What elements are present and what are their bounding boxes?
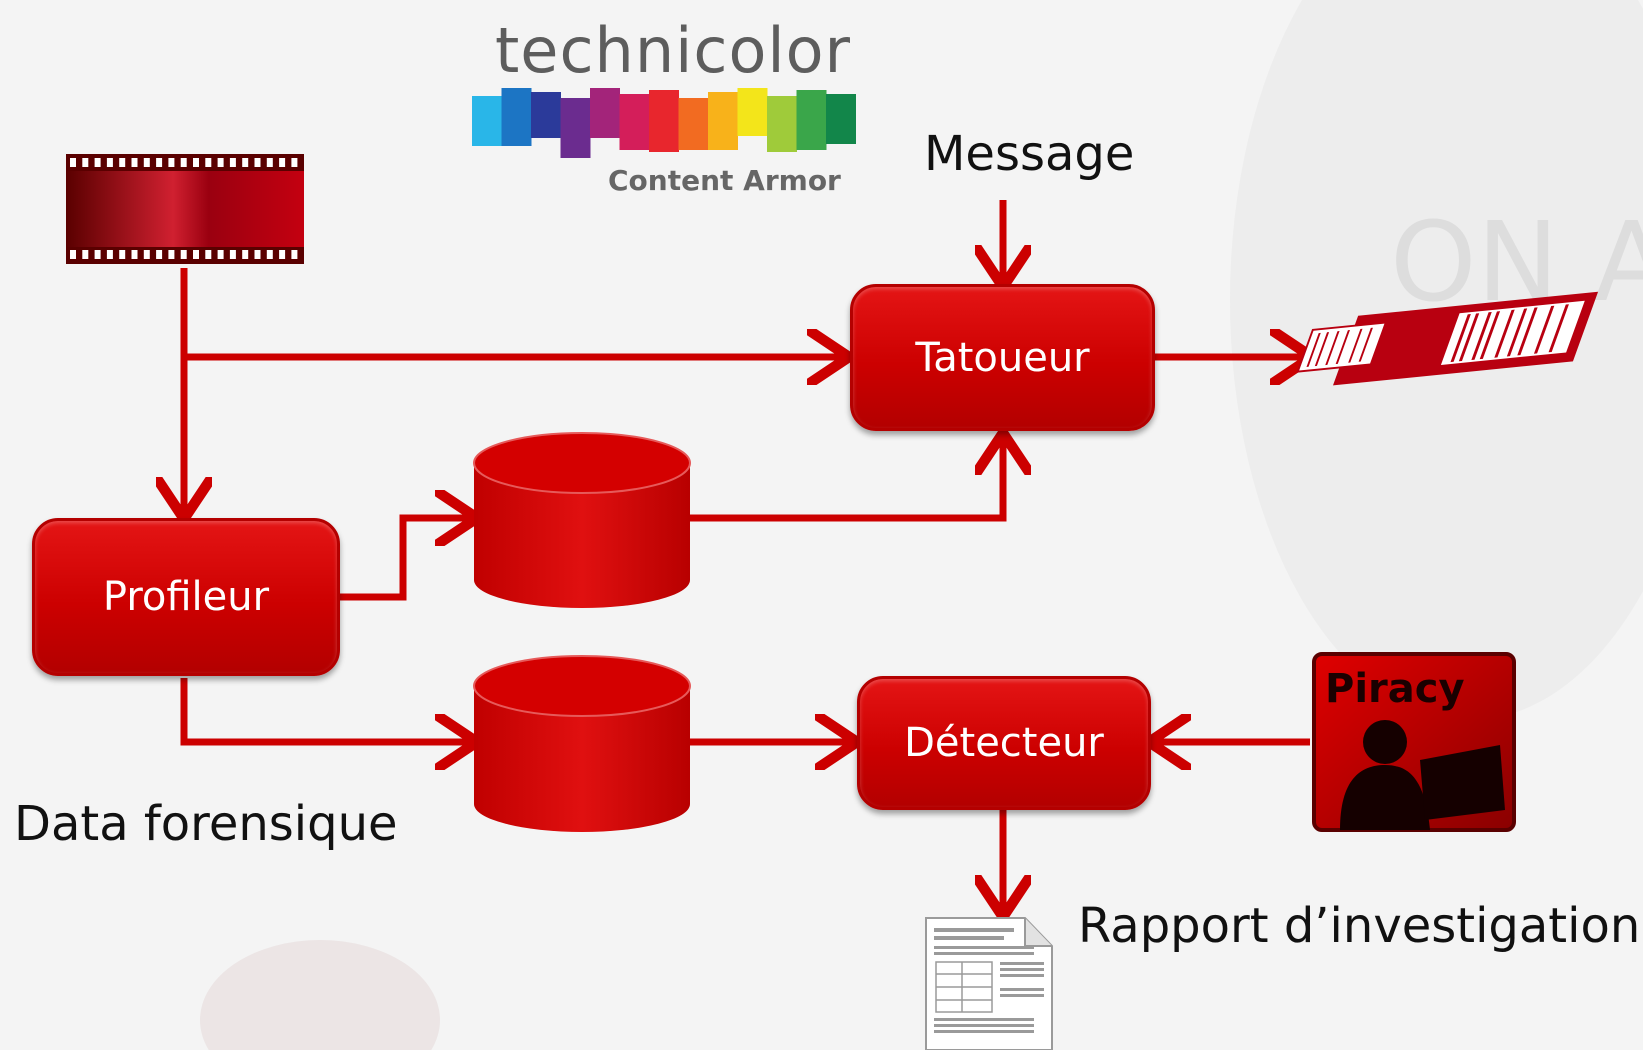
tatoueur-label: Tatoueur [915,334,1090,381]
profileur-box: Profileur [32,518,340,676]
logo-stripe [737,88,768,136]
detecteur-label: Détecteur [904,720,1104,766]
film-perforation [143,250,150,259]
profileur-label: Profileur [102,574,270,620]
logo-stripe [619,94,650,150]
logo-stripe [472,96,502,146]
film-perforation [291,250,298,259]
film-perforation [119,250,126,259]
tatoueur-box: Tatoueur [850,284,1155,431]
film-perforation [143,158,150,167]
logo-stripe [708,92,738,150]
film-perforation [106,250,113,259]
rapport-investigation-label: Rapport d’investigation [1078,898,1641,954]
film-perforation [82,250,89,259]
film-perforation [168,158,175,167]
film-perforation [131,250,138,259]
logo-stripe [531,92,561,138]
film-perforation [254,250,261,259]
film-perforation [193,250,199,259]
film-perforation [94,250,101,259]
film-perforation [82,158,89,167]
film-perforation [119,158,126,167]
film-perforation [156,158,163,167]
piracy-icon-text: Piracy [1325,666,1465,712]
logo-stripe [560,98,591,158]
film-perforation [266,250,273,259]
logo-stripe [678,98,709,150]
film-perforation [217,158,224,167]
logo-stripe [767,96,797,152]
technicolor-logo-text: technicolor [495,14,852,87]
film-perforation [70,250,76,259]
film-perforation [242,250,249,259]
film-perforation [193,158,199,167]
film-perforation [242,158,249,167]
film-perforation [70,158,76,167]
film-perforation [180,158,187,167]
film-perforation [229,158,236,167]
film-perforation [254,158,261,167]
film-perforation [156,250,163,259]
film-perforation [131,158,138,167]
arrow-db1-to-tatoueur [690,440,1003,522]
data-forensique-label: Data forensique [14,796,398,852]
logo-stripe [590,88,620,138]
detecteur-box: Détecteur [857,676,1151,810]
film-perforation [279,250,286,259]
film-perforation [94,158,101,167]
logo-stripe [649,90,679,152]
film-perforation [168,250,175,259]
database-forensic [473,655,691,832]
database-profiles [473,432,691,608]
message-label: Message [924,126,1135,182]
logo-stripe [501,88,532,146]
film-perforation [266,158,273,167]
content-armor-logo-text: Content Armor [608,164,841,197]
film-perforation [180,250,187,259]
film-perforation [205,250,212,259]
logo-stripe [826,94,856,144]
arrow-profileur-to-db1 [340,518,470,601]
film-perforation [106,158,113,167]
film-perforation [279,158,286,167]
film-perforation [291,158,298,167]
arrow-profileur-to-db2 [180,678,470,742]
film-perforation [205,158,212,167]
film-perforation [229,250,236,259]
logo-stripe [796,90,827,150]
film-perforation [217,250,224,259]
